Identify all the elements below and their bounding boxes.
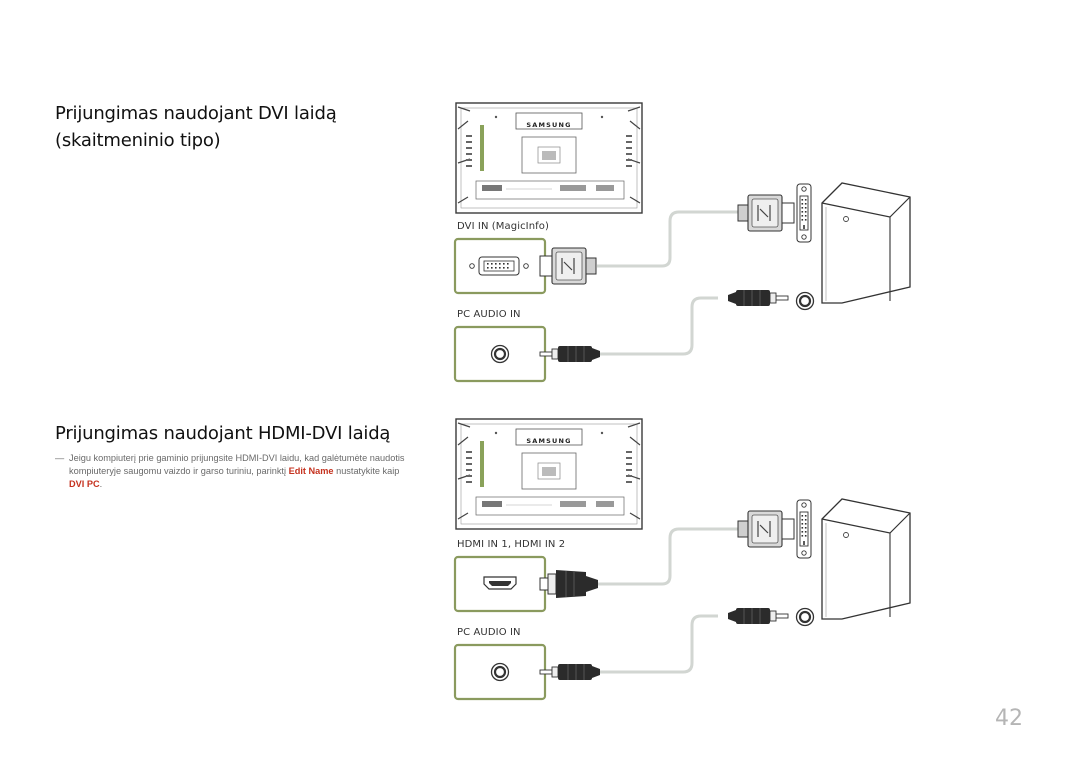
audio-plug-at-pc-1 bbox=[727, 289, 789, 307]
dvi-plug-at-pc-2 bbox=[737, 510, 795, 548]
hdmi-dvi-cable bbox=[598, 527, 738, 586]
dvi-pc-value: DVI PC bbox=[69, 479, 100, 489]
page-number: 42 bbox=[995, 706, 1023, 731]
hdmi-in-port-icon bbox=[483, 576, 517, 590]
pc-tower-2 bbox=[821, 498, 911, 620]
audio-plug-at-monitor-1 bbox=[539, 345, 601, 363]
dvi-plug-at-pc-1 bbox=[737, 194, 795, 232]
hdmi-note: ― Jeigu kompiuterį prie gaminio prijungs… bbox=[55, 453, 405, 489]
pc-audio-jack-1 bbox=[795, 291, 815, 311]
pc-audio-jack-2 bbox=[795, 607, 815, 627]
monitor-back-1 bbox=[455, 102, 643, 214]
samsung-logo-1: SAMSUNG bbox=[526, 121, 571, 129]
edit-name-option: Edit Name bbox=[288, 466, 334, 476]
pc-dvi-port-2 bbox=[796, 499, 812, 559]
audio-plug-at-pc-2 bbox=[727, 607, 789, 625]
audio-cable-1 bbox=[598, 296, 718, 356]
label-pc-audio-in-2: PC AUDIO IN bbox=[457, 627, 521, 638]
section-title-hdmi-dvi: Prijungimas naudojant HDMI-DVI laidą bbox=[55, 423, 391, 444]
hdmi-plug-at-monitor bbox=[539, 570, 598, 598]
pc-tower-1 bbox=[821, 182, 911, 304]
section-title-dvi: Prijungimas naudojant DVI laidą(skaitmen… bbox=[55, 103, 337, 151]
pc-audio-in-jack-1 bbox=[490, 344, 510, 364]
dvi-in-port-icon bbox=[469, 256, 529, 276]
audio-cable-2 bbox=[598, 614, 718, 674]
audio-plug-at-monitor-2 bbox=[539, 663, 601, 681]
dvi-cable-1 bbox=[597, 210, 738, 268]
pc-audio-in-jack-2 bbox=[490, 662, 510, 682]
note-dash: ― bbox=[55, 453, 65, 463]
pc-dvi-port-1 bbox=[796, 183, 812, 243]
label-pc-audio-in-1: PC AUDIO IN bbox=[457, 309, 521, 320]
label-hdmi-in: HDMI IN 1, HDMI IN 2 bbox=[457, 539, 566, 550]
samsung-logo-2: SAMSUNG bbox=[526, 437, 571, 445]
monitor-back-2 bbox=[455, 418, 643, 530]
dvi-plug-at-monitor-1 bbox=[539, 247, 597, 285]
label-dvi-in: DVI IN (MagicInfo) bbox=[457, 221, 550, 232]
